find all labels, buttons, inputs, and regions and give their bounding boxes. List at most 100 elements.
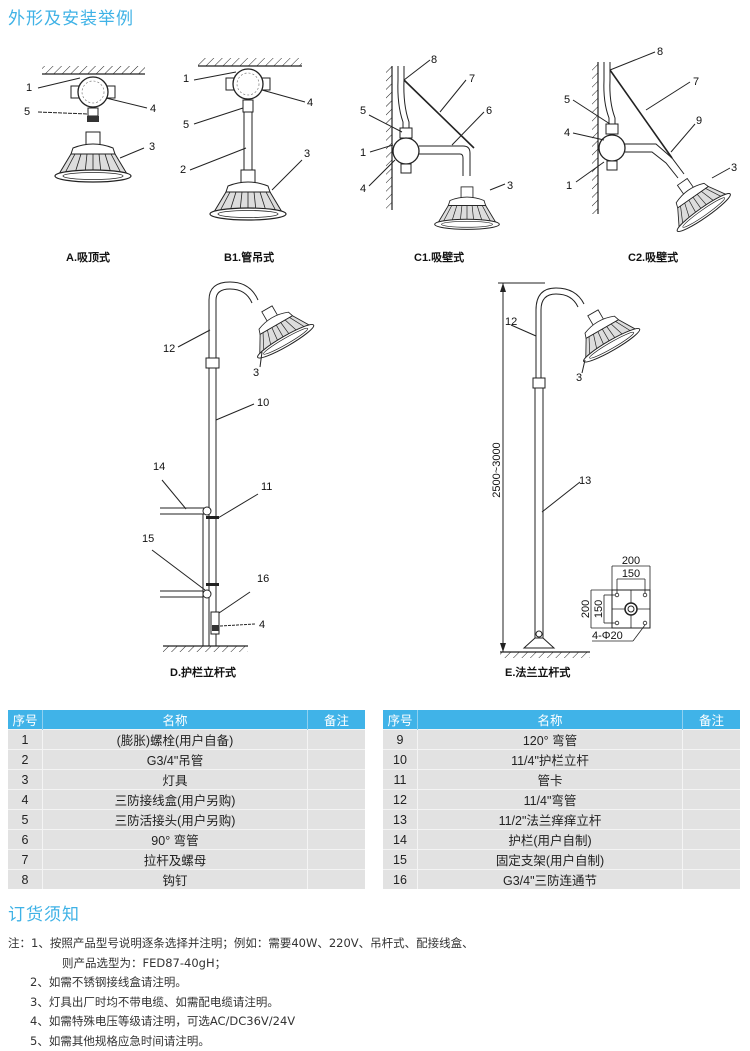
cell-name: 三防接线盒(用户另购) [43,790,308,810]
diagram-a-ceiling-mount: 1 5 4 3 A.吸顶式 [24,66,156,264]
dimension-flange-outer-height: 200 [580,600,592,618]
notes-prefix: 注： [8,936,31,950]
cell-no: 15 [383,850,418,870]
dimension-flange-outer-width: 200 [622,555,640,567]
cell-remark [683,730,741,750]
callout-d-3: 3 [253,367,259,379]
dimension-flange-inner-height: 150 [593,600,605,618]
cell-remark [683,750,741,770]
callout-e-3: 3 [576,372,582,384]
callout-c2-1: 1 [566,180,572,192]
note-text: 3、灯具出厂时均不带电缆、如需配电缆请注明。 [30,995,279,1009]
callout-a-3: 3 [149,141,155,153]
callout-b1-1: 1 [183,73,189,85]
callout-c2-8: 8 [657,46,663,58]
callout-d-11: 11 [261,481,272,493]
caption-b1: B1.管吊式 [224,250,274,264]
cell-no: 10 [383,750,418,770]
cell-remark [683,850,741,870]
note-item: 则产品选型为：FED87-40gH； [8,954,474,974]
caption-e: E.法兰立杆式 [505,665,570,679]
callout-c1-4: 4 [360,183,366,195]
cell-remark [308,770,366,790]
note-text: 2、如需不锈钢接线盒请注明。 [30,975,187,989]
cell-no: 12 [383,790,418,810]
callout-e-13: 13 [579,475,591,487]
callout-b1-2: 2 [180,164,186,176]
callout-a-5: 5 [24,106,30,118]
cell-name: 三防活接头(用户另购) [43,810,308,830]
diagram-d-guardrail-pole: 12 3 10 14 11 15 16 4 D.护栏立杆式 [142,282,316,679]
cell-name: G3/4"三防连通节 [418,870,683,890]
table-row: 1(膨胀)螺栓(用户自备) [8,730,365,750]
cell-remark [308,830,366,850]
callout-d-16: 16 [257,573,269,585]
cell-name: 钩钉 [43,870,308,890]
cell-no: 11 [383,770,418,790]
ordering-section-title: 订货须知 [8,900,80,925]
cell-remark [683,870,741,890]
cell-no: 8 [8,870,43,890]
installation-section-title: 外形及安装举例 [8,4,134,29]
diagram-c2-wall-mount: 8 7 5 4 9 1 3 C2.吸壁式 [564,46,737,264]
callout-c1-6: 6 [486,105,492,117]
cell-remark [308,730,366,750]
diagram-c1-wall-mount: 8 7 6 5 1 4 3 C1.吸壁式 [360,54,513,264]
note-item: 5、如需其他规格应急时间请注明。 [8,1032,474,1051]
cell-name: 拉杆及螺母 [43,850,308,870]
cell-name: 11/2"法兰痒痒立杆 [418,810,683,830]
cell-name: 固定支架(用户自制) [418,850,683,870]
callout-c2-3: 3 [731,162,737,174]
table-header-row: 序号 名称 备注 [383,710,740,730]
note-item: 2、如需不锈钢接线盒请注明。 [8,973,474,993]
cell-no: 1 [8,730,43,750]
callout-c1-7: 7 [469,73,475,85]
header-name: 名称 [418,710,683,730]
dimension-flange-inner-width: 150 [622,568,640,580]
cell-remark [683,790,741,810]
cell-no: 4 [8,790,43,810]
cell-no: 3 [8,770,43,790]
callout-b1-4: 4 [307,97,313,109]
callout-c2-7: 7 [693,76,699,88]
ordering-notes: 注：1、按照产品型号说明逐条选择并注明；例如：需要40W、220V、吊杆式、配接… [8,934,474,1051]
cell-no: 13 [383,810,418,830]
cell-name: 护栏(用户自制) [418,830,683,850]
cell-name: (膨胀)螺栓(用户自备) [43,730,308,750]
cell-remark [308,870,366,890]
cell-remark [308,790,366,810]
cell-no: 14 [383,830,418,850]
cell-name: 11/4"弯管 [418,790,683,810]
header-no: 序号 [8,710,43,730]
header-remark: 备注 [683,710,741,730]
cell-name: 120° 弯管 [418,730,683,750]
cell-no: 7 [8,850,43,870]
installation-diagrams: 1 5 4 3 A.吸顶式 1 5 2 4 3 B1.管吊式 [0,30,750,690]
note-item: 4、如需特殊电压等级请注明，可选AC/DC36V/24V [8,1012,474,1032]
cell-no: 2 [8,750,43,770]
callout-a-1: 1 [26,82,32,94]
cell-name: G3/4"吊管 [43,750,308,770]
callout-d-4: 4 [259,619,265,631]
callout-e-12: 12 [505,316,517,328]
callout-c1-1: 1 [360,147,366,159]
callout-c1-8: 8 [431,54,437,66]
cell-remark [683,830,741,850]
cell-name: 灯具 [43,770,308,790]
cell-remark [683,770,741,790]
callout-c1-3: 3 [507,180,513,192]
diagram-e-flange-pole: 2500~3000 12 3 13 E.法兰立杆式 [491,283,650,679]
note-text: 则产品选型为：FED87-40gH； [62,956,226,970]
note-text: 1、按照产品型号说明逐条选择并注明；例如：需要40W、220V、吊杆式、配接线盒… [31,936,474,950]
